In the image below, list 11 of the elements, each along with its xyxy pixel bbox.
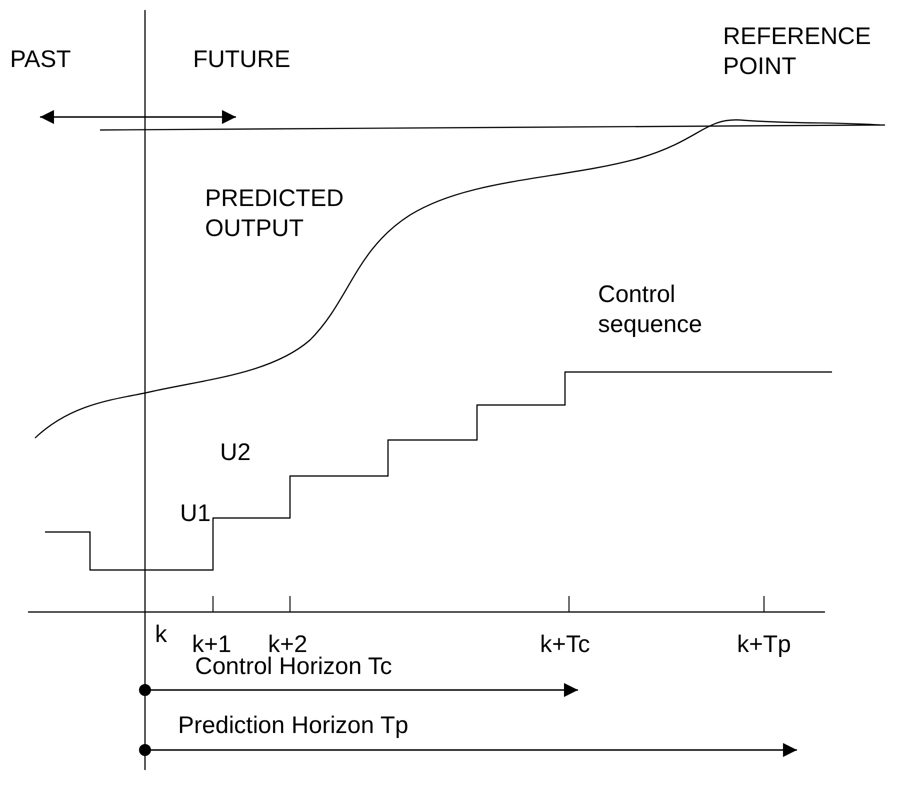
tick-label: k <box>155 620 167 650</box>
step-label: U2 <box>220 438 251 468</box>
reference-point-label: REFERENCE POINT <box>723 22 872 82</box>
curve-label: PREDICTED OUTPUT <box>205 184 345 244</box>
curve-label: Control sequence <box>598 280 704 340</box>
time-label: PAST <box>10 45 71 75</box>
time-label: FUTURE <box>193 45 290 75</box>
horizon-label: Prediction Horizon Tp <box>178 711 408 741</box>
step-label: U1 <box>180 499 211 529</box>
tick-label: k+Tp <box>737 630 792 660</box>
tick-label: k+Tc <box>540 630 590 660</box>
